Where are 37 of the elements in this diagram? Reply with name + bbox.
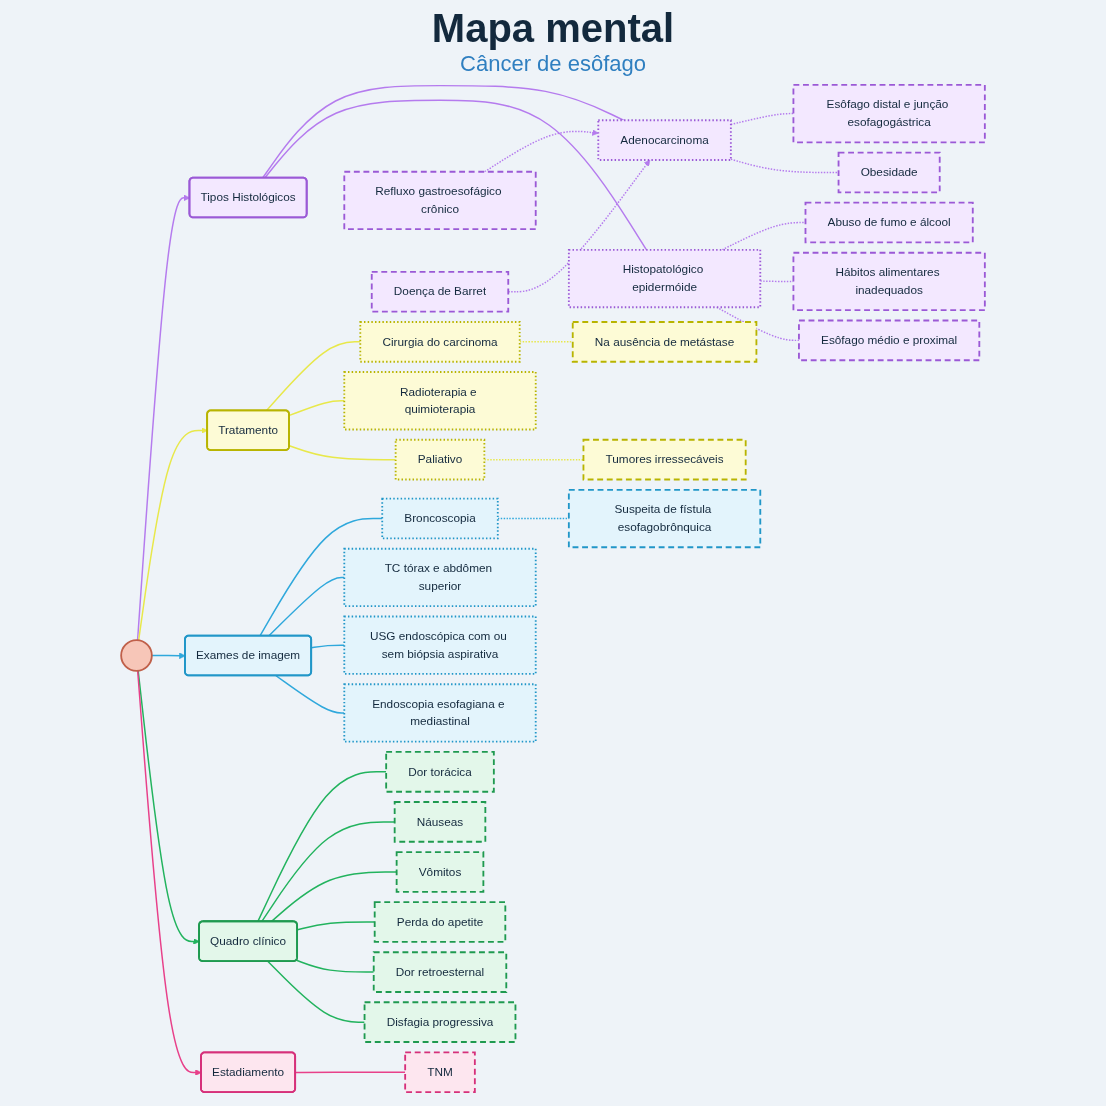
node-box: Histopatológico epidermóide [567,248,762,309]
node-circle [120,639,153,672]
connector [257,771,387,923]
node-box: Obesidade [837,151,941,194]
node-box: Dor torácica [385,751,495,793]
node-box: USG endoscópica com ou sem biópsia aspirativa [343,615,537,675]
node-box: TNM [404,1051,476,1094]
node-box: Disfagia progressiva [363,1001,517,1043]
node-box: Endoscopia esofagiana e mediastinal [343,683,537,743]
connector [264,99,648,251]
title: Mapa mental [431,6,675,51]
node-box: Radioterapia e quimioterapia [343,371,537,431]
connector [260,821,396,923]
arrow [136,670,202,1076]
node-box: Tumores irressecáveis [582,438,747,481]
node-box: Perda do apetite [373,901,507,943]
connector [259,517,383,637]
node-box: Suspeita de fístula esofagobrônquica [567,488,762,549]
node-box: Dor retroesternal [372,951,508,993]
node-box: Vômitos [395,851,485,893]
node-box: Refluxo gastroesofágico crônico [343,170,537,231]
node-box: Náuseas [393,801,487,843]
node-box: Esôfago distal e junção esofagogástrica [792,83,986,144]
node-box: Cirurgia do carcinoma [359,321,521,363]
node-box: Na ausência de metástase [571,321,758,363]
arrow [137,427,208,642]
arrow [483,129,599,173]
node-box: Doença de Barret [370,270,510,313]
node-box: Adenocarcinoma [597,119,732,161]
connector [261,84,625,179]
node-box: Esôfago médio e proximal [798,319,981,362]
node-box: TC tórax e abdômen superior [343,547,537,608]
subtitle: Câncer de esôfago [460,51,646,77]
node-box: Paliativo [394,438,486,481]
node-box: Abuso de fumo e álcool [804,201,974,244]
node-box: Hábitos alimentares inadequados [792,251,986,312]
node-box: Broncoscopia [381,497,499,540]
